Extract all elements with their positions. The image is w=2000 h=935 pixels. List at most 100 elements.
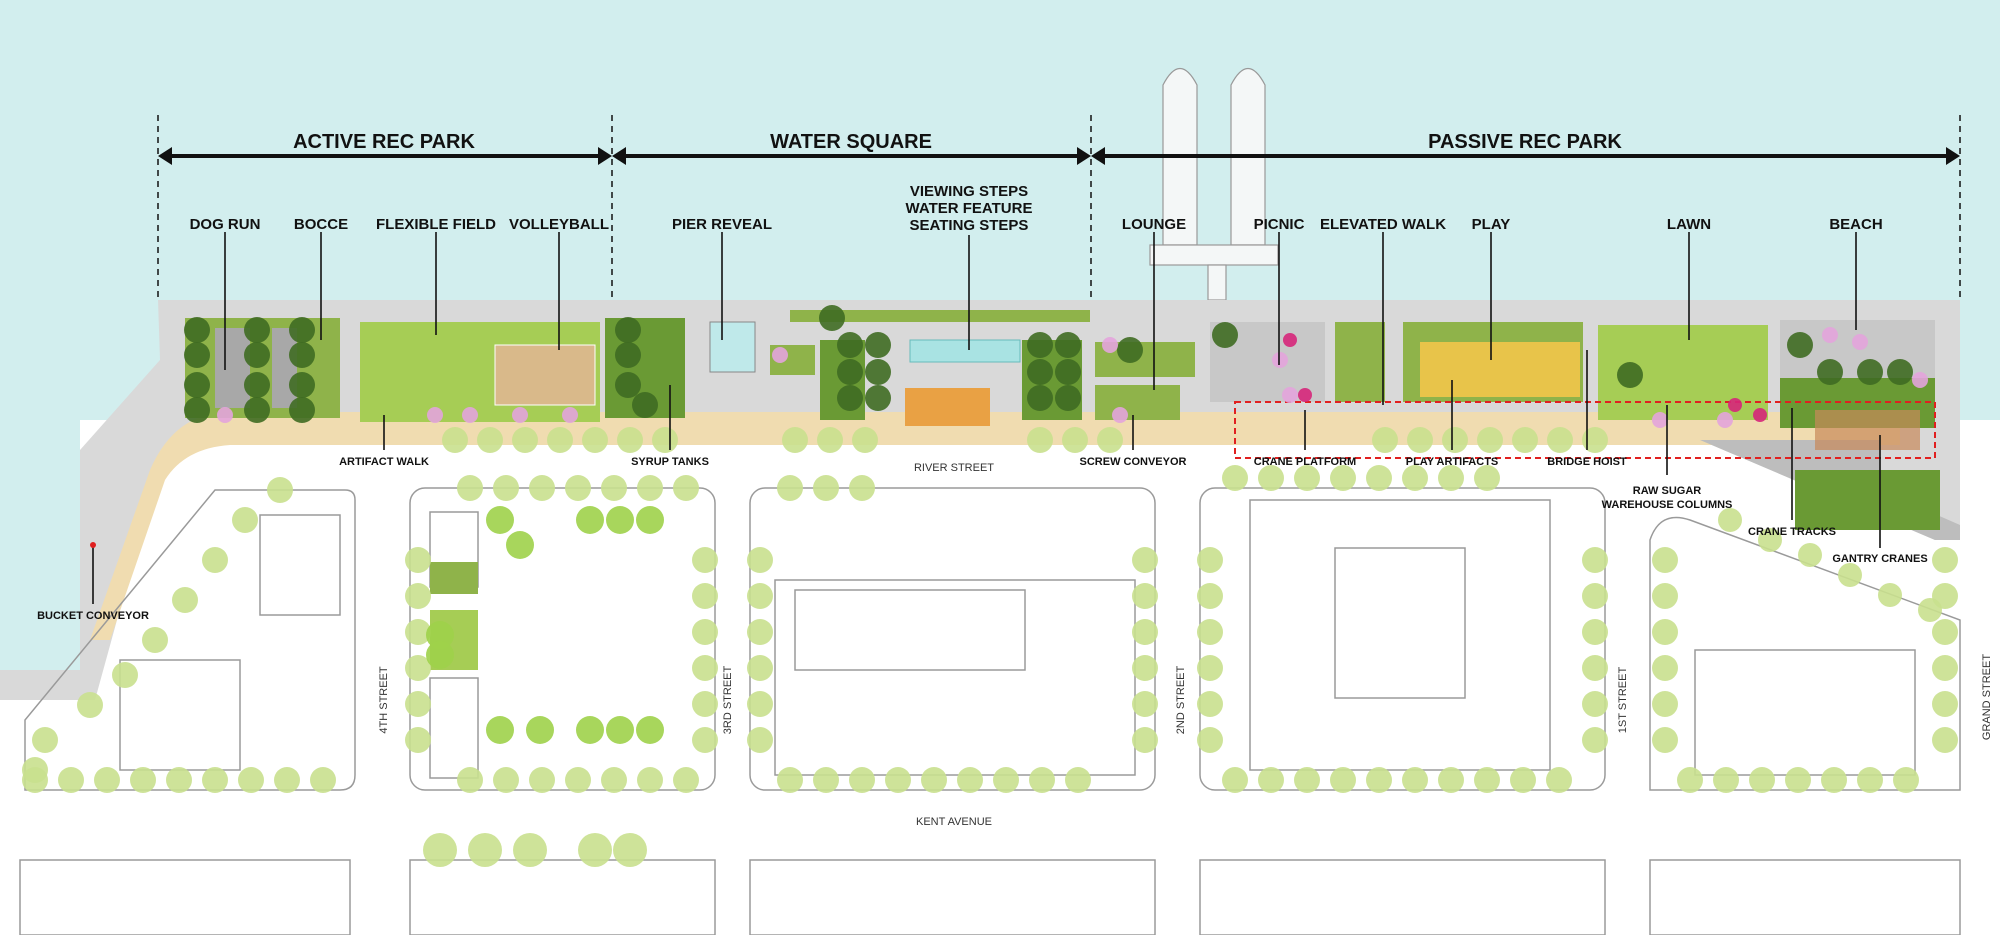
tree-icon <box>1027 385 1053 411</box>
tree-icon <box>1283 333 1297 347</box>
tree-icon <box>1510 767 1536 793</box>
feature-leaders <box>224 232 1857 405</box>
street-grand: GRAND STREET <box>1981 654 1993 740</box>
tree-icon <box>1197 619 1223 645</box>
tree-icon <box>493 475 519 501</box>
tree-icon <box>1402 767 1428 793</box>
tree-icon <box>747 655 773 681</box>
tree-icon <box>1582 547 1608 573</box>
tree-icon <box>77 692 103 718</box>
tree-icon <box>578 833 612 867</box>
tree-icon <box>813 475 839 501</box>
tree-icon <box>747 619 773 645</box>
label-lounge: LOUNGE <box>1122 216 1186 233</box>
tree-icon <box>1582 691 1608 717</box>
river-water-left <box>0 420 80 670</box>
elevated-walk-outline <box>1234 401 1936 459</box>
tree-icon <box>184 397 210 423</box>
tree-icon <box>1222 465 1248 491</box>
tree-icon <box>58 767 84 793</box>
label-artifact-walk: ARTIFACT WALK <box>339 456 429 468</box>
tree-icon <box>1065 767 1091 793</box>
tree-icon <box>405 547 431 573</box>
tree-icon <box>576 716 604 744</box>
tree-icon <box>244 342 270 368</box>
tree-icon <box>1857 767 1883 793</box>
section-dividers <box>157 115 1961 300</box>
tree-icon <box>1407 427 1433 453</box>
tree-icon <box>1749 767 1775 793</box>
tree-icon <box>1887 359 1913 385</box>
tree-icon <box>565 767 591 793</box>
label-dog-run: DOG RUN <box>190 216 261 233</box>
tree-icon <box>1787 332 1813 358</box>
tree-icon <box>601 767 627 793</box>
tree-icon <box>1197 583 1223 609</box>
tree-icon <box>1822 327 1838 343</box>
tree-icon <box>112 662 138 688</box>
tree-icon <box>606 716 634 744</box>
label-play: PLAY <box>1472 216 1511 233</box>
tree-icon <box>1117 337 1143 363</box>
tree-icon <box>1366 767 1392 793</box>
tree-icon <box>747 547 773 573</box>
tree-icon <box>601 475 627 501</box>
tree-icon <box>1918 598 1942 622</box>
tree-icon <box>244 317 270 343</box>
tree-icon <box>142 627 168 653</box>
tree-icon <box>849 767 875 793</box>
tree-icon <box>1294 767 1320 793</box>
tree-icon <box>885 767 911 793</box>
tree-icon <box>310 767 336 793</box>
tree-icon <box>1932 727 1958 753</box>
tree-icon <box>1798 543 1822 567</box>
tree-icon <box>819 305 845 331</box>
tree-icon <box>172 587 198 613</box>
tree-icon <box>1102 337 1118 353</box>
tree-icon <box>217 407 233 423</box>
tree-icon <box>1197 691 1223 717</box>
tree-icon <box>1330 767 1356 793</box>
tree-icon <box>547 427 573 453</box>
tree-icon <box>457 767 483 793</box>
tree-icon <box>512 427 538 453</box>
label-viewing-steps: VIEWING STEPS <box>910 183 1028 200</box>
tree-icon <box>1132 691 1158 717</box>
tree-icon <box>1438 767 1464 793</box>
tree-icon <box>1027 332 1053 358</box>
tree-icon <box>1758 528 1782 552</box>
tree-icon <box>1294 465 1320 491</box>
tree-icon <box>1932 655 1958 681</box>
tree-icon <box>274 767 300 793</box>
tree-icon <box>1677 767 1703 793</box>
tree-icon <box>232 507 258 533</box>
tree-icon <box>202 767 228 793</box>
tree-icon <box>1197 655 1223 681</box>
tree-icon <box>865 359 891 385</box>
tree-icon <box>1112 407 1128 423</box>
tree-icon <box>1821 767 1847 793</box>
tree-icon <box>692 655 718 681</box>
tree-icon <box>817 427 843 453</box>
tree-icon <box>632 392 658 418</box>
tree-icon <box>1027 359 1053 385</box>
tree-icon <box>1547 427 1573 453</box>
tree-icon <box>1512 427 1538 453</box>
tree-icon <box>747 727 773 753</box>
tree-icon <box>636 506 664 534</box>
tree-icon <box>582 427 608 453</box>
label-play-artifacts: PLAY ARTIFACTS <box>1406 456 1499 468</box>
label-flexible-field: FLEXIBLE FIELD <box>376 216 496 233</box>
tree-icon <box>486 716 514 744</box>
tree-icon <box>1055 385 1081 411</box>
label-lawn: LAWN <box>1667 216 1711 233</box>
tree-icon <box>1652 727 1678 753</box>
tree-icon <box>529 767 555 793</box>
tree-icon <box>1912 372 1928 388</box>
tree-icon <box>405 727 431 753</box>
tree-icon <box>1617 362 1643 388</box>
tree-icon <box>837 359 863 385</box>
tree-icon <box>512 407 528 423</box>
tree-icon <box>615 372 641 398</box>
